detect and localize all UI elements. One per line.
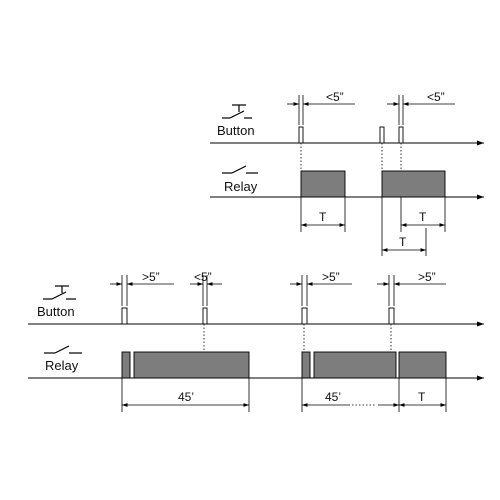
duration-45-label: 45’ [325, 390, 341, 404]
timer-T-label: T [399, 235, 407, 249]
button-pulse [398, 126, 404, 144]
button-pulse [298, 126, 304, 144]
relay-on-period [381, 170, 446, 198]
button-label: Button [37, 304, 75, 319]
button-pulse [388, 307, 395, 325]
button-pulse [202, 307, 208, 325]
timer-T-label: T [419, 210, 427, 224]
button-pulse [121, 307, 128, 325]
relay-contact-icon [222, 165, 258, 174]
press-duration-label: >5” [418, 270, 436, 284]
button-pulse [301, 307, 308, 325]
button-pulse [379, 126, 385, 144]
duration-45-label: 45’ [178, 390, 194, 404]
relay-on-period [398, 351, 447, 379]
push-button-icon [222, 104, 252, 119]
press-duration-label: <5” [326, 90, 344, 104]
relay-on-period [300, 170, 346, 198]
relay-contact-icon [44, 345, 82, 354]
timer-T-label: T [418, 390, 426, 404]
press-duration-label: >5” [142, 270, 160, 284]
relay-label: Relay [45, 358, 79, 373]
button-label: Button [217, 123, 255, 138]
relay-on-period [301, 351, 311, 379]
bottom-diagram: Button >5” <5” >5” >5” [28, 270, 484, 412]
press-duration-label: <5” [427, 90, 445, 104]
top-diagram: Button <5” <5” Relay [210, 90, 484, 256]
press-duration-label: >5” [322, 270, 340, 284]
relay-on-period [121, 351, 131, 379]
relay-on-period [313, 351, 397, 379]
timer-T-label: T [319, 210, 327, 224]
push-button-icon [43, 285, 76, 300]
press-duration-label: <5” [194, 270, 212, 284]
relay-label: Relay [224, 179, 258, 194]
relay-on-period [133, 351, 250, 379]
